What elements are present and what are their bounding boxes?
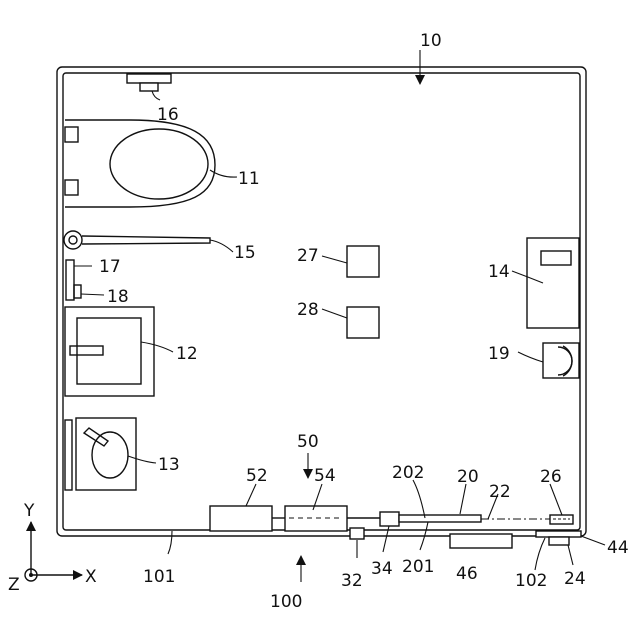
label-102: 102 <box>515 571 547 591</box>
label-18: 18 <box>107 287 129 307</box>
label-28: 28 <box>297 300 319 320</box>
label-50: 50 <box>297 432 319 452</box>
label-44: 44 <box>607 538 629 558</box>
label-10: 10 <box>420 31 442 51</box>
sensor-28 <box>322 307 379 338</box>
axis-z-label: Z <box>8 575 20 595</box>
label-16: 16 <box>157 105 179 125</box>
label-13: 13 <box>158 455 180 475</box>
reference-labels: 10 16 11 15 17 18 27 28 14 12 19 13 50 5… <box>99 31 629 612</box>
label-54: 54 <box>314 466 336 486</box>
label-27: 27 <box>297 246 319 266</box>
label-52: 52 <box>246 466 268 486</box>
leader-lines <box>168 50 605 582</box>
outlet-18 <box>74 285 104 298</box>
label-202: 202 <box>392 463 424 483</box>
label-26: 26 <box>540 467 562 487</box>
label-12: 12 <box>176 344 198 364</box>
label-24: 24 <box>564 569 586 589</box>
axis-x-label: X <box>85 567 97 587</box>
label-100: 100 <box>270 592 302 612</box>
label-32: 32 <box>341 571 363 591</box>
vent-16 <box>127 74 171 100</box>
axes-indicator: Y X Z <box>8 501 97 595</box>
label-46: 46 <box>456 564 478 584</box>
label-34: 34 <box>371 559 393 579</box>
toilet-11 <box>65 120 237 207</box>
label-22: 22 <box>489 482 511 502</box>
label-19: 19 <box>488 344 510 364</box>
label-14: 14 <box>488 262 510 282</box>
label-201: 201 <box>402 557 434 577</box>
label-20: 20 <box>457 467 479 487</box>
sensor-27 <box>322 246 379 277</box>
light-19 <box>518 343 579 378</box>
label-17: 17 <box>99 257 121 277</box>
axis-y-label: Y <box>23 501 35 521</box>
label-101: 101 <box>143 567 175 587</box>
basin-13 <box>65 418 156 490</box>
label-11: 11 <box>238 169 260 189</box>
bottom-assembly <box>210 506 581 548</box>
sink-12 <box>65 307 173 396</box>
label-15: 15 <box>234 243 256 263</box>
rail-15 <box>64 231 233 252</box>
cabinet-14 <box>512 238 579 328</box>
